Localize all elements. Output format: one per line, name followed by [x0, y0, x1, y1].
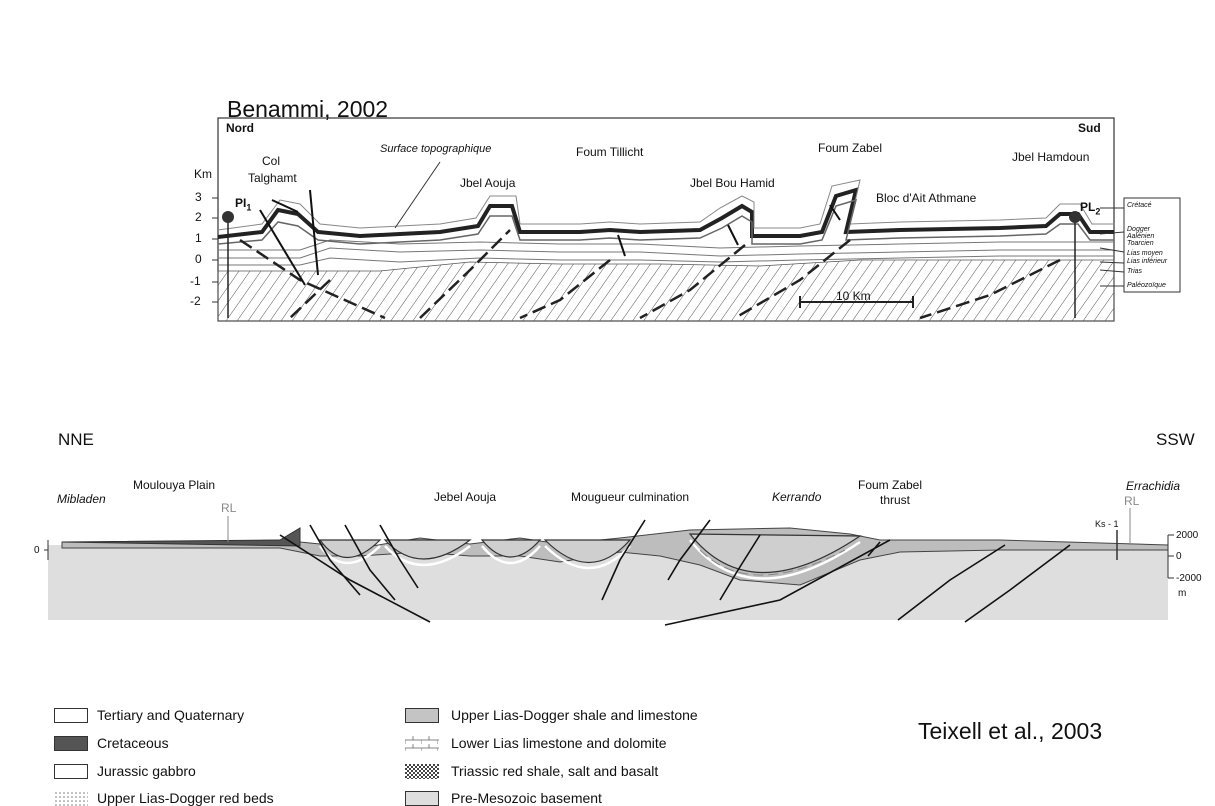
- place-jebel-aouja: Jebel Aouja: [434, 490, 497, 504]
- well-right-label: PL2: [1080, 200, 1101, 217]
- basement-body: [48, 545, 1168, 620]
- legend-lower-lias: Lower Lias limestone and dolomite: [451, 735, 667, 751]
- left-axis-zero: 0: [34, 545, 40, 556]
- rl-right: RL: [1124, 494, 1140, 508]
- right-axis-unit: m: [1178, 588, 1187, 599]
- right-axis-0: 0: [1176, 551, 1182, 562]
- top-section-title: Benammi, 2002: [227, 96, 389, 122]
- strata-paleozoique: Paléozoïque: [1127, 282, 1166, 289]
- km-axis-label: Km: [194, 167, 212, 181]
- paleozoic-basement: [217, 259, 1115, 322]
- place-jbel-hamdoun: Jbel Hamdoun: [1012, 150, 1090, 164]
- y-tick-0: 0: [195, 252, 202, 266]
- place-bloc-ait-athmane: Bloc d'Ait Athmane: [876, 191, 977, 205]
- well-ks1: Ks - 1: [1095, 519, 1119, 529]
- direction-nne: NNE: [58, 430, 94, 449]
- legend-red-beds: Upper Lias-Dogger red beds: [97, 790, 274, 806]
- right-axis-2000: 2000: [1176, 530, 1199, 541]
- swatch-triassic: [405, 764, 439, 779]
- legend-cretaceous: Cretaceous: [97, 735, 169, 751]
- well-left-label: PI1: [235, 196, 252, 213]
- place-mougueur: Mougueur culmination: [571, 490, 690, 504]
- strata-lias-moyen: Lias moyen: [1127, 250, 1163, 257]
- legend-basement: Pre-Mesozoic basement: [451, 790, 602, 806]
- rl-left: RL: [221, 501, 237, 515]
- credit-teixell: Teixell et al., 2003: [918, 718, 1103, 744]
- swatch-tertiary: [54, 708, 88, 723]
- legend-jurassic-gabbro: Jurassic gabbro: [97, 763, 196, 779]
- place-jbel-bou-hamid: Jbel Bou Hamid: [690, 176, 775, 190]
- y-tick-2: 2: [195, 210, 202, 224]
- place-foum-zabel-thrust-1: Foum Zabel: [858, 478, 923, 492]
- place-talghamt: Talghamt: [248, 171, 297, 185]
- place-col: Col: [262, 154, 281, 168]
- place-foum-zabel: Foum Zabel: [818, 141, 883, 155]
- strata-dogger: Dogger: [1127, 226, 1150, 233]
- swatch-jurassic-gabbro: [54, 764, 88, 779]
- place-moulouya-plain: Moulouya Plain: [133, 478, 216, 492]
- place-kerrando: Kerrando: [772, 490, 822, 504]
- swatch-cretaceous: [54, 736, 88, 751]
- direction-sud: Sud: [1078, 121, 1101, 135]
- y-tick-neg2: -2: [190, 294, 201, 308]
- y-tick-neg1: -1: [190, 274, 201, 288]
- teixell-section: [44, 508, 1174, 626]
- legend-triassic: Triassic red shale, salt and basalt: [451, 763, 659, 779]
- strata-cretace: Crétacé: [1127, 202, 1152, 209]
- strata-lias-inferieur: Lias inférieur: [1127, 258, 1168, 265]
- y-tick-3: 3: [195, 190, 202, 204]
- direction-nord: Nord: [226, 121, 254, 135]
- well-left-marker: [222, 211, 234, 223]
- swatch-basement: [405, 791, 439, 806]
- direction-ssw: SSW: [1156, 430, 1195, 449]
- legend-shale-limestone: Upper Lias-Dogger shale and limestone: [451, 707, 698, 723]
- place-jbel-aouja: Jbel Aouja: [460, 176, 516, 190]
- strata-trias: Trias: [1127, 268, 1143, 275]
- surface-label: Surface topographique: [380, 143, 492, 155]
- swatch-shale-limestone: [405, 708, 439, 723]
- place-errachidia: Errachidia: [1126, 479, 1181, 493]
- well-right-marker: [1069, 211, 1081, 223]
- dogger-bed: [217, 187, 1114, 239]
- benammi-section: [212, 117, 1181, 322]
- place-foum-tillicht: Foum Tillicht: [576, 145, 644, 159]
- scale-label: 10 Km: [836, 289, 871, 303]
- swatch-lower-lias: [405, 736, 439, 751]
- legend-tertiary: Tertiary and Quaternary: [97, 707, 245, 723]
- place-mibladen: Mibladen: [57, 492, 106, 506]
- strata-toarcien: Toarcien: [1127, 240, 1154, 247]
- strata-aalenien: Aalénien: [1127, 233, 1155, 240]
- right-axis-neg2000: -2000: [1176, 573, 1202, 584]
- y-tick-1: 1: [195, 231, 202, 245]
- swatch-red-beds: [54, 791, 88, 806]
- place-foum-zabel-thrust-2: thrust: [880, 493, 911, 507]
